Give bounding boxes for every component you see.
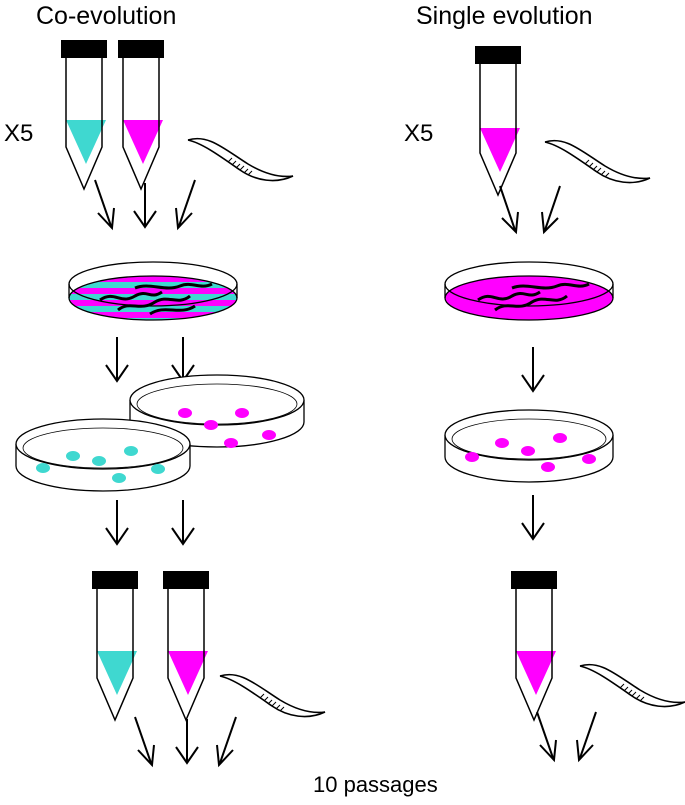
petri-dish-icon-mixed <box>68 261 238 321</box>
culture-tube-icon-left-cyan <box>60 39 108 190</box>
down-arrow-icon <box>521 494 545 540</box>
culture-tube-icon-right-magenta-bottom <box>510 570 558 721</box>
down-arrow-icon <box>541 185 561 235</box>
culture-tube-icon-left-magenta <box>117 39 165 190</box>
nematode-worm-icon-left-top <box>187 137 294 182</box>
down-arrow-icon <box>171 499 195 545</box>
down-arrow-icon <box>133 182 157 228</box>
down-arrow-icon <box>576 711 597 763</box>
down-arrow-icon <box>175 179 196 231</box>
down-arrow-icon <box>216 716 237 768</box>
down-arrow-icon <box>499 185 519 235</box>
passages-label: 10 passages <box>313 772 438 797</box>
petri-dish-icon-cyan-colonies <box>15 418 191 492</box>
down-arrow-icon <box>105 499 129 545</box>
single-evolution-multiplier: X5 <box>404 120 434 147</box>
down-arrow-icon <box>521 346 545 392</box>
culture-tube-icon-left-cyan-bottom <box>91 570 139 721</box>
petri-dish-icon-magenta-colonies-single <box>444 409 614 483</box>
down-arrow-icon <box>105 336 129 382</box>
nematode-worm-icon-left-bottom <box>219 673 326 718</box>
down-arrow-icon <box>94 179 115 231</box>
co-evolution-title: Co-evolution <box>36 2 177 30</box>
down-arrow-icon <box>175 718 199 764</box>
nematode-worm-icon-right-top <box>544 139 651 184</box>
down-arrow-icon <box>536 711 557 763</box>
down-arrow-icon <box>134 716 155 768</box>
single-evolution-title: Single evolution <box>416 2 593 30</box>
culture-tube-icon-left-magenta-bottom <box>162 570 210 721</box>
culture-tube-icon-right-magenta <box>474 45 522 196</box>
nematode-worm-icon-right-bottom <box>579 663 685 708</box>
co-evolution-multiplier: X5 <box>4 120 34 147</box>
down-arrow-icon <box>171 336 195 382</box>
petri-dish-icon-magenta-single <box>444 261 614 321</box>
